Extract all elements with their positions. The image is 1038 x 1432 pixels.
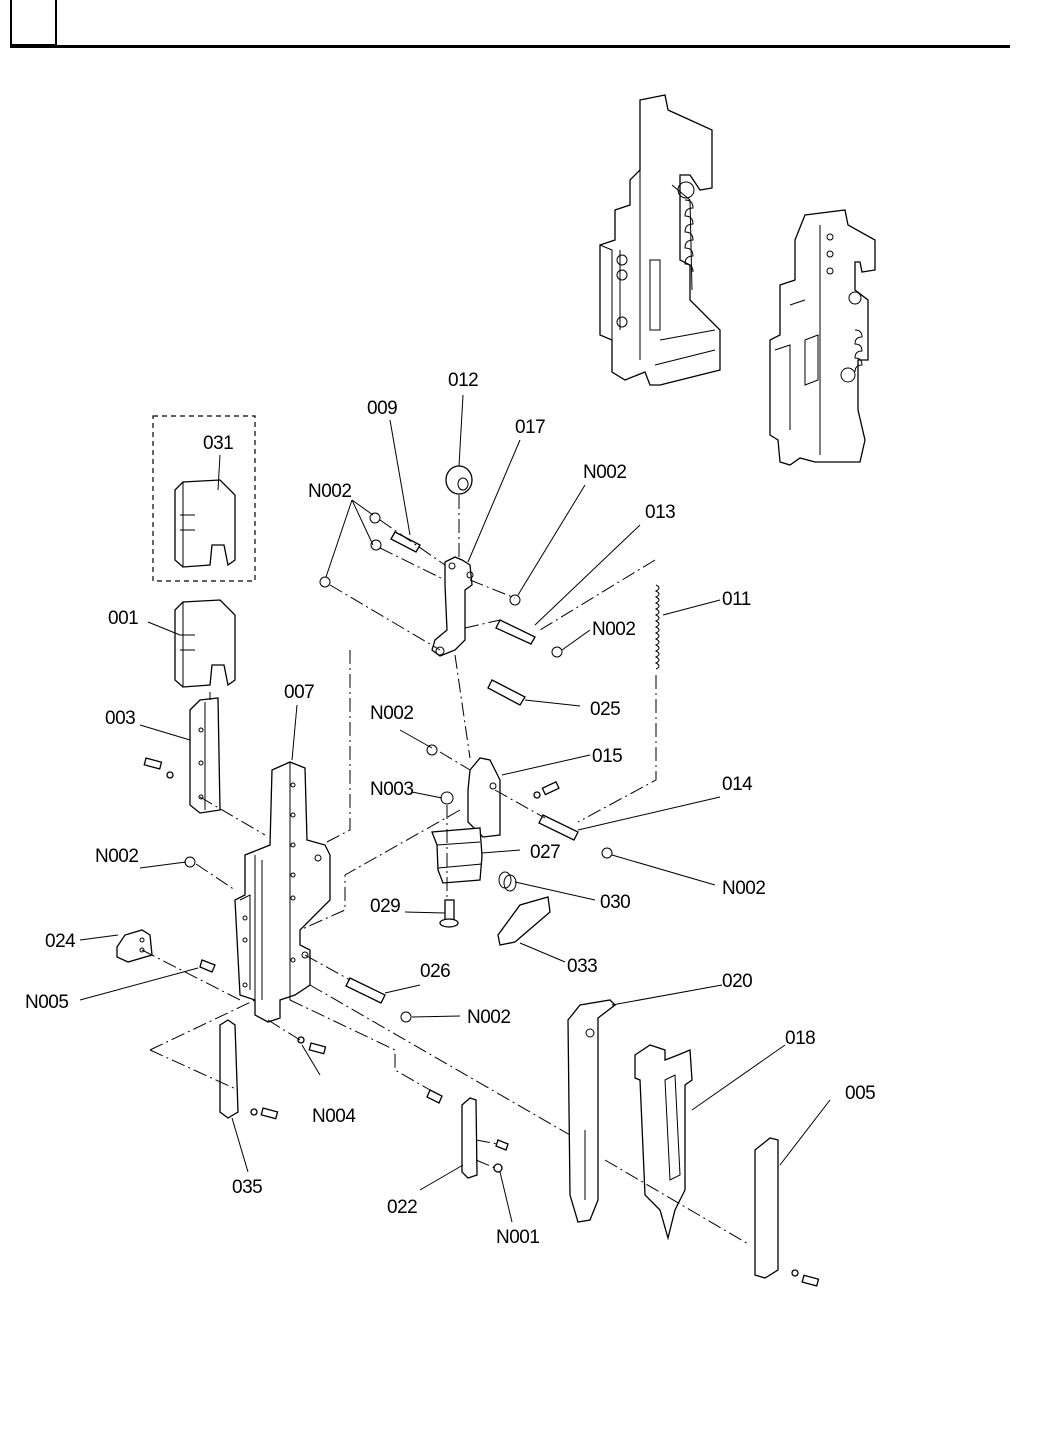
label-n001: N001 bbox=[496, 1227, 539, 1248]
label-030: 030 bbox=[600, 892, 630, 913]
label-n002: N002 bbox=[308, 481, 351, 502]
pin-n005 bbox=[200, 960, 215, 972]
part-027 bbox=[432, 828, 482, 883]
label-009: 009 bbox=[367, 398, 397, 419]
label-n002: N002 bbox=[592, 619, 635, 640]
part-017 bbox=[432, 557, 473, 656]
pin-013 bbox=[496, 620, 535, 644]
label-033: 033 bbox=[567, 956, 597, 977]
label-001: 001 bbox=[108, 608, 138, 629]
label-n003: N003 bbox=[370, 779, 413, 800]
spring-011 bbox=[656, 585, 659, 669]
label-024: 024 bbox=[45, 931, 76, 952]
screw-035 bbox=[251, 1108, 278, 1119]
label-013: 013 bbox=[645, 502, 675, 523]
label-n002: N002 bbox=[583, 462, 626, 483]
label-003: 003 bbox=[105, 708, 135, 729]
label-035: 035 bbox=[232, 1177, 262, 1198]
label-027: 027 bbox=[530, 842, 560, 863]
pin-025 bbox=[488, 680, 525, 705]
screw-015 bbox=[534, 782, 559, 798]
part-015 bbox=[468, 758, 500, 837]
label-015: 015 bbox=[592, 746, 622, 767]
part-035 bbox=[220, 1020, 238, 1118]
washer-n003 bbox=[441, 792, 453, 804]
label-n004: N004 bbox=[312, 1106, 356, 1127]
part-012 bbox=[446, 466, 472, 494]
part-024 bbox=[117, 930, 152, 962]
pin-014 bbox=[539, 815, 578, 840]
label-022: 022 bbox=[387, 1197, 417, 1218]
part-031 bbox=[175, 480, 235, 567]
part-003 bbox=[190, 698, 220, 813]
screw-005 bbox=[792, 1270, 819, 1286]
label-012: 012 bbox=[448, 370, 478, 391]
label-n005: N005 bbox=[25, 992, 68, 1013]
label-031: 031 bbox=[203, 433, 233, 454]
label-026: 026 bbox=[420, 961, 450, 982]
label-n002: N002 bbox=[467, 1007, 510, 1028]
label-014: 014 bbox=[722, 774, 753, 795]
label-020: 020 bbox=[722, 971, 752, 992]
screw-029 bbox=[440, 900, 458, 927]
label-018: 018 bbox=[785, 1028, 815, 1049]
pin-009 bbox=[391, 532, 420, 552]
assembled-view-front bbox=[600, 95, 720, 385]
label-n002: N002 bbox=[370, 703, 413, 724]
label-011: 011 bbox=[722, 589, 751, 610]
label-025: 025 bbox=[590, 699, 620, 720]
spring-030 bbox=[499, 872, 516, 891]
label-007: 007 bbox=[284, 682, 314, 703]
label-029: 029 bbox=[370, 896, 400, 917]
pin-026 bbox=[346, 978, 385, 1003]
label-n002: N002 bbox=[95, 846, 138, 867]
part-018 bbox=[635, 1045, 692, 1238]
label-n002: N002 bbox=[722, 878, 765, 899]
part-labels: 012 009 017 031 N002 N002 013 011 001 N0… bbox=[25, 370, 875, 1248]
label-017: 017 bbox=[515, 417, 545, 438]
part-007 bbox=[235, 762, 330, 1022]
label-005: 005 bbox=[845, 1083, 875, 1104]
part-001 bbox=[175, 600, 235, 687]
assembled-view-rear bbox=[770, 210, 875, 465]
part-022 bbox=[427, 1090, 508, 1178]
screw-003 bbox=[144, 758, 173, 778]
part-033 bbox=[498, 897, 550, 945]
part-005 bbox=[755, 1138, 778, 1278]
part-020 bbox=[568, 1000, 615, 1222]
